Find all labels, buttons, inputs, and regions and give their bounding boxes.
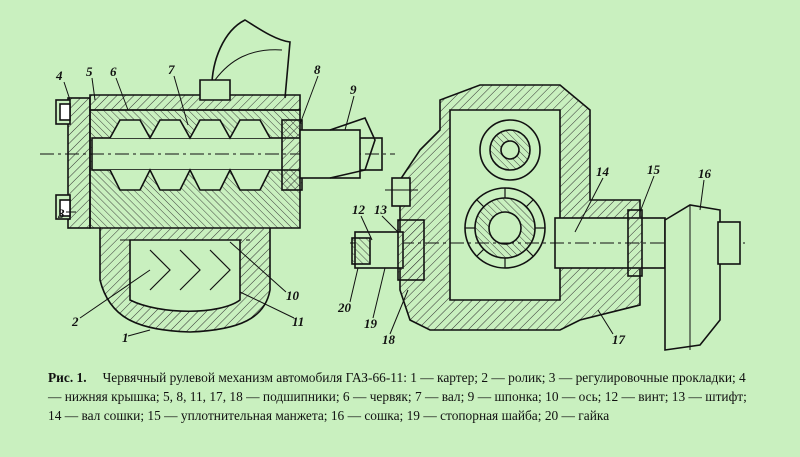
leader-lines	[63, 75, 705, 337]
callout-2: 2	[71, 314, 79, 329]
callout-11: 11	[292, 314, 304, 329]
mechanism-drawing: 1 2 3 4 5 6 7 8 9 10 11 12 13 14 15 16 1…	[40, 19, 745, 351]
callout-1: 1	[122, 330, 129, 345]
callout-18: 18	[382, 332, 396, 347]
callout-17: 17	[612, 332, 626, 347]
callout-20: 20	[337, 300, 352, 315]
callout-13: 13	[374, 202, 388, 217]
callout-15: 15	[647, 162, 661, 177]
callout-4: 4	[55, 68, 63, 83]
callout-3: 3	[57, 206, 65, 221]
right-section-view	[350, 84, 745, 351]
caption-text: Червячный рулевой механизм автомобиля ГА…	[48, 370, 747, 423]
figure-caption: Рис. 1.Червячный рулевой механизм автомо…	[48, 368, 760, 425]
callout-9: 9	[350, 82, 357, 97]
callout-14: 14	[596, 164, 610, 179]
callout-19: 19	[364, 316, 378, 331]
callout-7: 7	[168, 62, 175, 77]
left-section-view	[40, 19, 395, 333]
callout-8: 8	[314, 62, 321, 77]
callout-6: 6	[110, 64, 117, 79]
callout-12: 12	[352, 202, 366, 217]
callout-16: 16	[698, 166, 712, 181]
callout-5: 5	[86, 64, 93, 79]
callout-labels: 1 2 3 4 5 6 7 8 9 10 11 12 13 14 15 16 1…	[55, 62, 712, 347]
caption-label: Рис. 1.	[48, 370, 87, 385]
callout-10: 10	[286, 288, 300, 303]
